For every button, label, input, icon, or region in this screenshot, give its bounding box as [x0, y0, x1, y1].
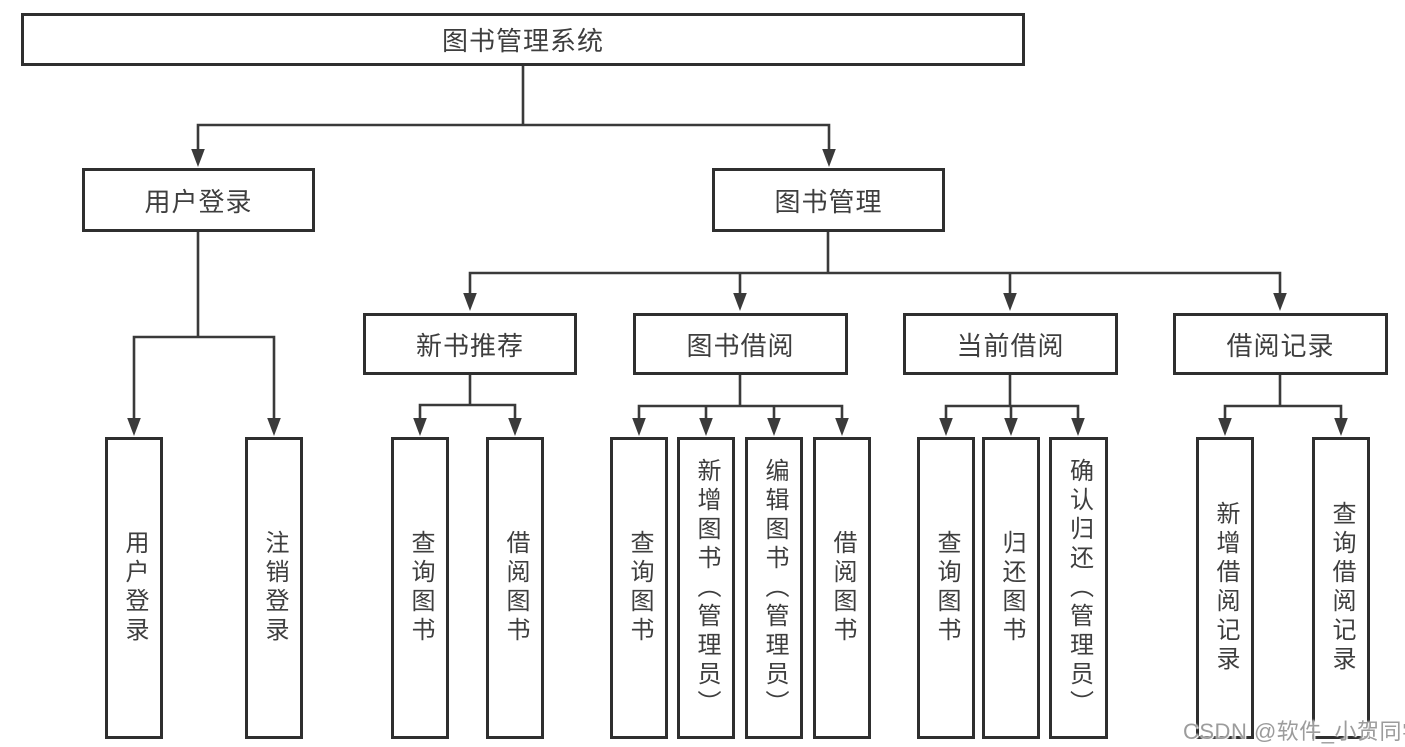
connector-book-borrow [637, 373, 844, 420]
node-new-book-recommend-label: 新书推荐 [415, 330, 524, 361]
leaf-query-book-3: 查询图书 [917, 437, 975, 739]
connector-current-borrow [944, 373, 1080, 420]
leaf-query-book-2-label: 查询图书 [626, 530, 653, 646]
leaf-edit-book-admin: 编辑图书（管理员） [745, 437, 803, 739]
node-borrow-record: 借阅记录 [1173, 313, 1388, 375]
node-root-system-label: 图书管理系统 [441, 26, 604, 56]
leaf-add-book-admin: 新增图书（管理员） [677, 437, 735, 739]
leaf-user-login-label: 用户登录 [121, 530, 148, 646]
node-current-borrow-label: 当前借阅 [956, 330, 1065, 361]
leaf-return-book-label: 归还图书 [998, 530, 1025, 646]
node-book-management-label: 图书管理 [774, 186, 883, 217]
connector-book-mgmt [468, 230, 1282, 294]
node-user-login-label: 用户登录 [144, 186, 253, 217]
leaf-borrow-book-1-label: 借阅图书 [502, 530, 529, 646]
leaf-query-book-1-label: 查询图书 [407, 530, 434, 646]
leaf-borrow-book-2-label: 借阅图书 [829, 530, 856, 646]
leaf-return-book: 归还图书 [982, 437, 1040, 739]
leaf-confirm-return-admin: 确认归还（管理员） [1049, 437, 1108, 739]
leaf-edit-book-admin-label: 编辑图书（管理员） [761, 457, 788, 719]
node-root-system: 图书管理系统 [21, 13, 1025, 66]
node-user-login: 用户登录 [82, 168, 315, 232]
leaf-query-book-1: 查询图书 [391, 437, 449, 739]
csdn-watermark: CSDN @软件_小贺同学 [1183, 719, 1405, 744]
leaf-query-book-3-label: 查询图书 [933, 530, 960, 646]
node-current-borrow: 当前借阅 [903, 313, 1118, 375]
leaf-query-borrow-record: 查询借阅记录 [1312, 437, 1370, 739]
leaf-confirm-return-admin-label: 确认归还（管理员） [1065, 457, 1093, 719]
leaf-logout: 注销登录 [245, 437, 303, 739]
leaf-borrow-book-2: 借阅图书 [813, 437, 871, 739]
node-borrow-record-label: 借阅记录 [1226, 330, 1335, 361]
node-book-borrow-label: 图书借阅 [686, 330, 795, 361]
node-book-management: 图书管理 [712, 168, 945, 232]
leaf-query-borrow-record-label: 查询借阅记录 [1328, 501, 1355, 675]
leaf-user-login: 用户登录 [105, 437, 163, 739]
node-new-book-recommend: 新书推荐 [363, 313, 577, 375]
node-book-borrow: 图书借阅 [633, 313, 848, 375]
connector-root-to-level2 [196, 66, 831, 150]
connector-new-book-rec [418, 373, 517, 420]
leaf-add-borrow-record-label: 新增借阅记录 [1212, 501, 1239, 675]
connector-user-login [132, 230, 276, 420]
leaf-add-book-admin-label: 新增图书（管理员） [693, 457, 720, 719]
arrowheads [127, 149, 1348, 436]
connector-borrow-record [1223, 373, 1343, 420]
leaf-logout-label: 注销登录 [261, 530, 288, 646]
leaf-query-book-2: 查询图书 [610, 437, 668, 739]
leaf-borrow-book-1: 借阅图书 [486, 437, 544, 739]
leaf-add-borrow-record: 新增借阅记录 [1196, 437, 1254, 739]
